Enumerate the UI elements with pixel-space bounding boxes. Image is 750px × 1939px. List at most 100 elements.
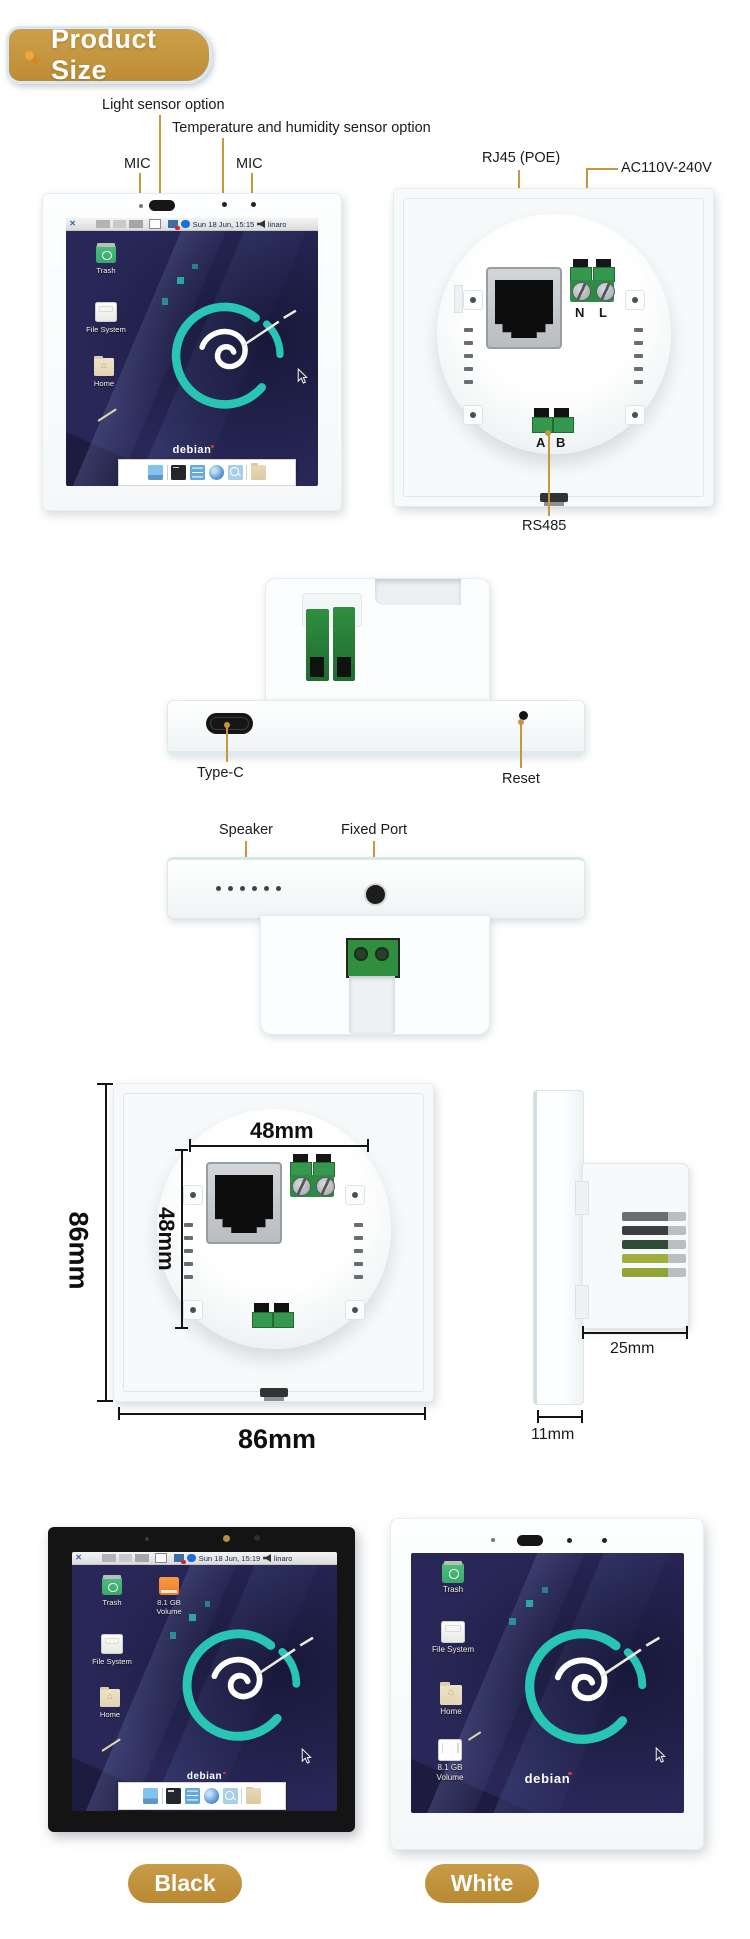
dim-cap	[581, 1410, 583, 1423]
debian-swirl-logo	[509, 1602, 667, 1763]
side-slot	[622, 1212, 686, 1221]
label-type-c: Type-C	[197, 765, 244, 781]
debian-swirl-logo	[167, 1601, 321, 1762]
sensor-hole	[145, 1537, 149, 1541]
vent-slots-right	[634, 328, 643, 393]
vent-slots-right	[354, 1223, 363, 1288]
dot-rs485	[545, 430, 551, 436]
white-debian-screen: Trash File System ⌂ Home 8.1 GB Volume d…	[411, 1553, 684, 1813]
archive-icon	[190, 464, 206, 481]
side-slot	[622, 1226, 686, 1235]
volume-icon-art	[437, 1739, 463, 1761]
sensor-hole	[491, 1538, 495, 1542]
dim-86mm-height: 86mm	[63, 1211, 94, 1290]
label-reset: Reset	[502, 771, 540, 787]
dim-line-86-v	[105, 1084, 107, 1402]
side-slot	[622, 1240, 686, 1249]
ac-terminal-block	[290, 1154, 336, 1218]
network-icon	[173, 1553, 187, 1565]
box-recess	[375, 579, 461, 605]
wire-slot	[596, 259, 611, 268]
terminal-icon	[166, 1788, 182, 1804]
volume-icon	[257, 220, 266, 228]
folder-icon	[245, 1786, 262, 1804]
label-rs485: RS485	[522, 518, 567, 534]
window-button	[112, 219, 127, 229]
show-desktop-icon	[149, 218, 162, 230]
rs485-terminal-block: A B	[532, 408, 574, 452]
decor-square	[176, 276, 185, 285]
badge-leaf-icon-dark	[32, 57, 39, 64]
dim-line-25	[583, 1332, 687, 1334]
decor-square	[161, 298, 169, 305]
side-slot	[622, 1268, 686, 1277]
mic-hole-right	[251, 202, 256, 207]
home-icon-art: ⌂	[93, 355, 115, 377]
trash-icon: Trash	[89, 1574, 135, 1607]
dim-cap	[582, 1326, 584, 1339]
dim-line-48-h	[190, 1145, 368, 1147]
light-sensor-window	[517, 1535, 543, 1546]
mouse-cursor	[655, 1747, 666, 1763]
light-sensor-window	[149, 200, 175, 211]
label-light-sensor: Light sensor option	[102, 97, 225, 113]
screw-hole	[183, 1300, 203, 1320]
dim-cap	[175, 1149, 188, 1151]
line-ac-elbow	[587, 168, 618, 170]
badge-leaf-icon	[25, 51, 34, 60]
wire-slot	[534, 408, 549, 418]
variant-badge-white: White	[425, 1864, 539, 1903]
browser-icon	[208, 464, 224, 481]
terminal-label-a: A	[536, 435, 546, 450]
side-slot	[622, 1254, 686, 1263]
trash-icon-art	[441, 1560, 465, 1583]
rear-box-bottom-view	[265, 578, 490, 704]
window-button	[129, 219, 143, 229]
label-mic-left: MIC	[124, 156, 151, 172]
debian-i-dot	[210, 444, 214, 448]
green-terminal	[333, 607, 355, 681]
side-view-panel	[533, 1090, 584, 1405]
dim-line-11	[538, 1416, 582, 1418]
decor-square	[542, 1586, 548, 1593]
dim-line-86-h	[119, 1413, 425, 1415]
label-fixed-port: Fixed Port	[341, 822, 408, 838]
green-terminal-2screw	[346, 938, 400, 978]
network-icon	[167, 219, 181, 231]
page-title: Product Size	[51, 24, 157, 85]
decor-square	[170, 1632, 177, 1639]
rj45-jack-opening	[215, 1175, 273, 1233]
rear-box-top-view	[260, 915, 490, 1035]
debian-wordmark: debian	[72, 1771, 337, 1782]
screw-hole	[183, 1185, 203, 1205]
terminal-green	[553, 417, 574, 433]
filesystem-icon: File System	[83, 302, 129, 334]
window-button	[135, 1553, 149, 1563]
dim-cap	[97, 1083, 113, 1085]
back-view-device: N L A B	[393, 188, 714, 507]
terminal-screw	[596, 282, 615, 301]
label-mic-right: MIC	[236, 156, 263, 172]
show-desktop-icon	[155, 1552, 168, 1564]
search-icon	[222, 1788, 238, 1804]
xfce-icon: ✕	[69, 219, 76, 228]
dim-cap	[118, 1407, 120, 1420]
screen-top-taskbar: ✕ Sun 18 Jun, 15:15 linaro	[66, 218, 318, 231]
dim-cap	[175, 1327, 188, 1329]
front-debian-screen: ✕ Sun 18 Jun, 15:15 linaro	[66, 218, 318, 486]
user-label: linaro	[273, 1553, 293, 1563]
terminal-label-n: N	[575, 305, 585, 320]
mount-tab	[575, 1181, 589, 1215]
volume-drive-icon: 8.1 GB Volume	[427, 1739, 473, 1782]
mouse-cursor	[297, 368, 308, 384]
screw-hole	[345, 1300, 365, 1320]
window-button	[118, 1553, 133, 1563]
top-edge-strip	[167, 857, 585, 919]
fixed-port-hole	[364, 883, 387, 906]
vent-slots-left	[184, 1223, 193, 1288]
line-reset	[520, 723, 522, 768]
debian-swirl-logo	[157, 269, 303, 435]
wire-slot	[573, 259, 588, 268]
temp-humidity-hole	[222, 202, 227, 207]
file-manager-icon	[147, 464, 164, 481]
